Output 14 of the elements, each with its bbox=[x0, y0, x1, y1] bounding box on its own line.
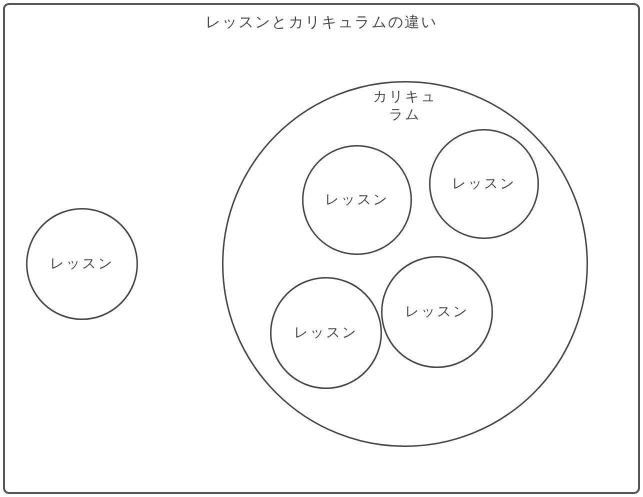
circle bbox=[222, 81, 588, 447]
title: レッスンとカリキュラムの違い bbox=[205, 13, 438, 31]
node-label: レッスン bbox=[294, 324, 358, 342]
node-label: レッスン bbox=[452, 175, 516, 193]
node-label: カリキュラム bbox=[372, 88, 438, 124]
circle bbox=[302, 145, 412, 255]
circle bbox=[270, 277, 382, 389]
circle bbox=[429, 129, 539, 239]
circle bbox=[381, 256, 493, 368]
node-label: レッスン bbox=[50, 255, 114, 273]
node-label: レッスン bbox=[325, 191, 389, 209]
node-label: レッスン bbox=[405, 303, 469, 321]
frame bbox=[3, 3, 640, 494]
circle bbox=[26, 208, 138, 320]
